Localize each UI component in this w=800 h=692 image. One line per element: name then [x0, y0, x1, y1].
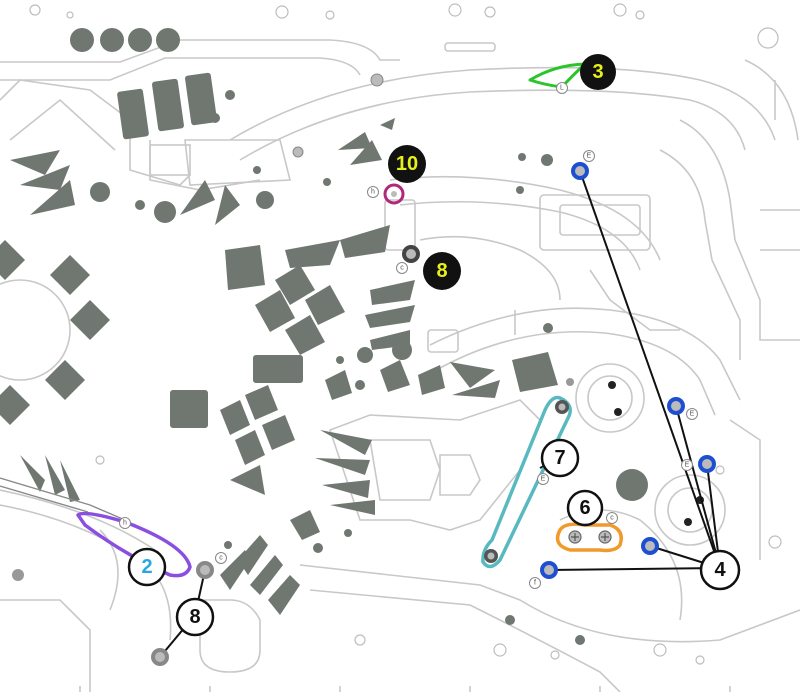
rubber-band-7 [481, 395, 572, 569]
rubber-bands [76, 62, 623, 578]
callout-10: 10 [388, 145, 426, 183]
posts [12, 73, 716, 666]
svg-text:E: E [690, 411, 695, 418]
post-black-top [402, 245, 420, 263]
post-orange-left [568, 530, 582, 544]
post-teal-top [555, 400, 569, 414]
tag-e-teal: E [537, 473, 549, 485]
callout-6: 6 [566, 489, 604, 527]
svg-text:8: 8 [189, 606, 200, 628]
tag-c-top: c [396, 262, 408, 274]
svg-text:h: h [123, 520, 127, 527]
svg-text:2: 2 [141, 556, 152, 578]
tag-h-top: h [367, 186, 379, 198]
post-gray-top [196, 561, 214, 579]
callout-7: 7 [540, 438, 580, 478]
post-blue-3 [698, 455, 716, 473]
svg-text:7: 7 [554, 447, 565, 469]
rubber-band-6 [555, 522, 623, 553]
post-magenta [383, 183, 405, 205]
callout-8-top: 8 [423, 252, 461, 290]
svg-text:3: 3 [592, 61, 603, 83]
playfield-inserts [0, 28, 704, 645]
post-letter-tags: L h c E E E E f h c c [119, 82, 698, 589]
post-blue-2 [667, 397, 685, 415]
callouts: 3 10 8 7 6 4 2 8 [127, 54, 741, 637]
tag-h-left: h [119, 517, 131, 529]
playfield-holes [29, 3, 782, 665]
post-orange-right [598, 530, 612, 544]
tag-e-top: E [583, 150, 595, 162]
tag-f: f [529, 577, 541, 589]
svg-text:h: h [371, 189, 375, 196]
tag-e-mid2: E [681, 459, 693, 471]
left-wire [0, 477, 126, 521]
post-gray-bottom [151, 648, 169, 666]
playfield-outline [0, 39, 800, 692]
svg-text:8: 8 [436, 260, 447, 282]
svg-text:c: c [400, 265, 404, 272]
tag-l: L [556, 82, 568, 94]
callout-2: 2 [127, 547, 167, 587]
svg-text:L: L [560, 85, 564, 92]
svg-text:E: E [685, 462, 690, 469]
rubber-band-3 [528, 62, 587, 89]
svg-text:f: f [534, 580, 536, 587]
post-blue-5 [540, 561, 558, 579]
svg-text:4: 4 [714, 559, 726, 581]
callout-3: 3 [580, 54, 616, 90]
svg-text:c: c [219, 555, 223, 562]
svg-text:6: 6 [579, 497, 590, 519]
callout-4: 4 [699, 549, 741, 591]
callout-8-bottom: 8 [175, 597, 215, 637]
svg-text:10: 10 [396, 153, 418, 175]
post-blue-4 [641, 537, 659, 555]
svg-text:c: c [610, 515, 614, 522]
tag-c-left: c [215, 552, 227, 564]
post-blue-1 [571, 162, 589, 180]
tag-c-right: c [606, 512, 618, 524]
svg-text:E: E [587, 153, 592, 160]
svg-text:E: E [541, 476, 546, 483]
post-teal-bottom [484, 549, 498, 563]
tag-e-mid: E [686, 408, 698, 420]
rubber-band-2 [76, 511, 192, 578]
